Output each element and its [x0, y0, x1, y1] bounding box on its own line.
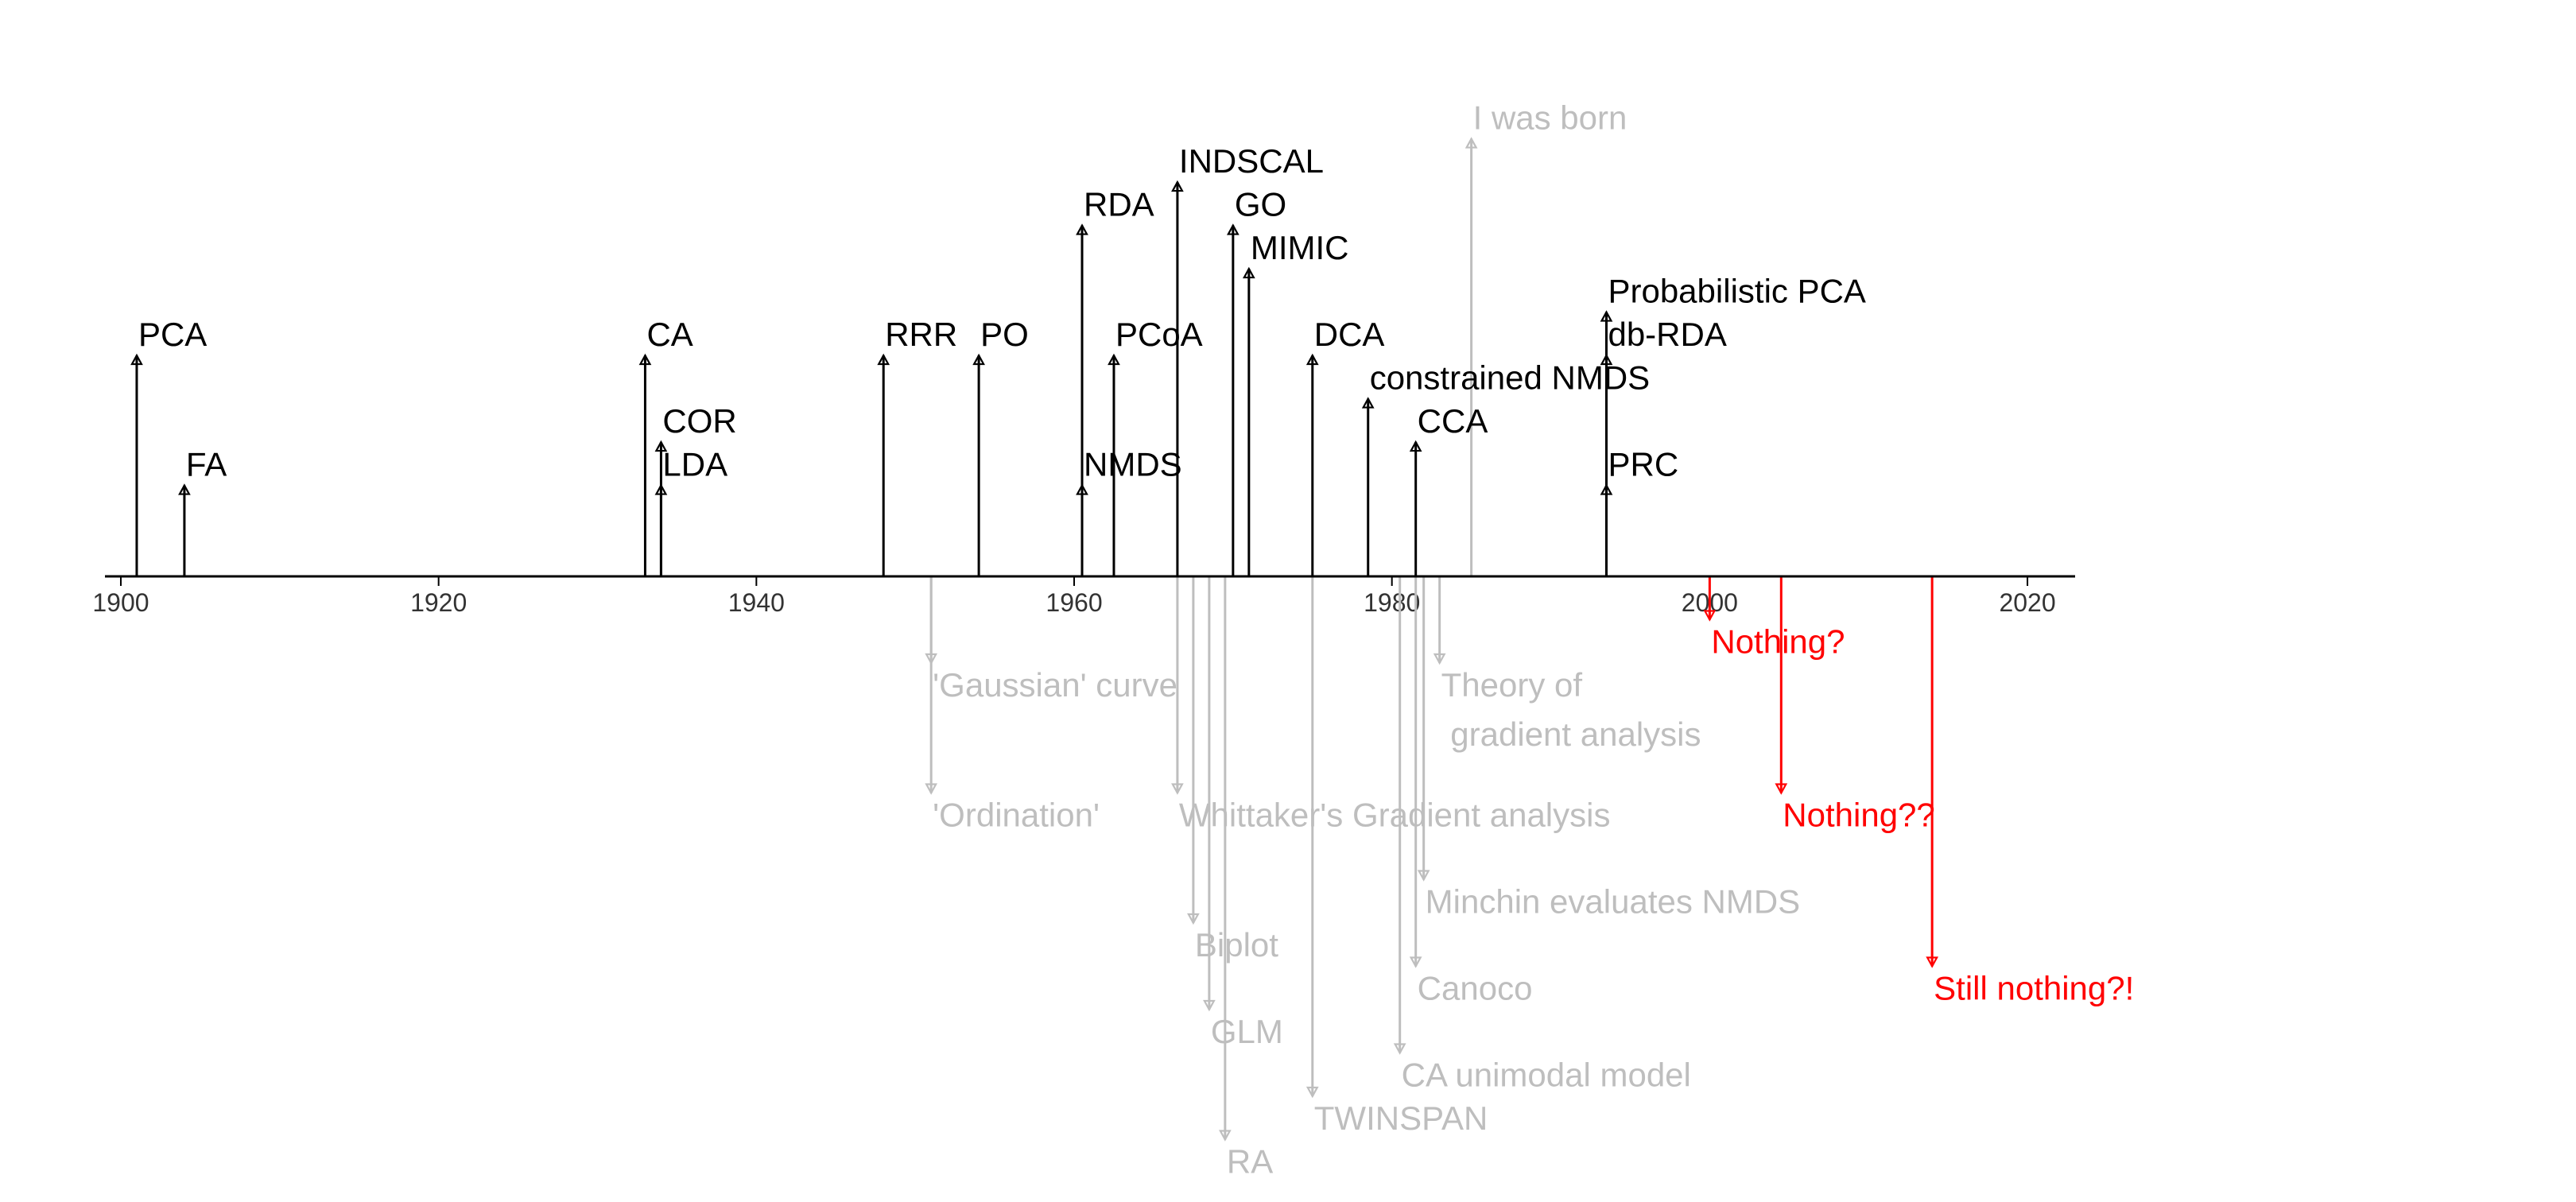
x-tick-label-1980: 1980 [1364, 588, 1420, 617]
event-label-nmds: NMDS [1084, 446, 1182, 483]
event-arrow-ra [1219, 1130, 1232, 1142]
event-arrow-glm [1203, 999, 1216, 1012]
event-arrow-nothing [1703, 610, 1717, 622]
event-arrow-theory-of-gradient-analysis [1433, 653, 1446, 665]
event-label-pcoa: PCoA [1115, 316, 1203, 353]
event-label-fa: FA [186, 446, 227, 483]
event-stems [130, 137, 1938, 1142]
event-label-still-nothing: Still nothing?! [1934, 970, 2134, 1007]
event-labels: PCA FA CA COR LDA RRR PO RDA NMDS PCoA INDSCAL GO MI… [138, 99, 2134, 1181]
event-label-biplot: Biplot [1195, 926, 1278, 964]
event-arrow-minchin-evaluates-nmds [1417, 870, 1430, 882]
event-label-nothing: Nothing? [1711, 623, 1845, 661]
event-arrow-cor [654, 440, 668, 452]
event-arrow-rda [1076, 223, 1088, 235]
event-label-cor: COR [662, 402, 736, 440]
event-arrow-ca [638, 353, 652, 366]
event-arrow-cca [1409, 440, 1422, 452]
event-label-constrained-nmds: constrained NMDS [1370, 359, 1650, 397]
event-label-ca-unimodal-model: CA unimodal model [1402, 1057, 1691, 1094]
event-label-db-rda: db-RDA [1608, 316, 1726, 353]
event-label-po: PO [980, 316, 1029, 353]
event-arrow-mimic [1242, 266, 1255, 279]
event-arrow-go [1227, 223, 1240, 235]
event-label-whittaker-s-gradient-analysis: Whittaker's Gradient analysis [1179, 797, 1611, 834]
event-label-indscal: INDSCAL [1179, 142, 1324, 180]
event-label-canoco: Canoco [1418, 970, 1533, 1007]
event-arrow-rrr [877, 353, 890, 366]
event-label-dca: DCA [1314, 316, 1385, 353]
event-label-gaussian-curve: 'Gaussian' curve [933, 666, 1177, 704]
event-label-minchin-evaluates-nmds: Minchin evaluates NMDS [1426, 883, 1801, 921]
event-arrow-nmds [1076, 483, 1088, 495]
event-label-lda: LDA [662, 446, 727, 483]
event-arrow-ordination [925, 783, 938, 795]
event-arrow-biplot [1187, 913, 1200, 925]
event-arrow-lda [654, 483, 668, 495]
event-label-rda: RDA [1084, 186, 1154, 223]
event-label-probabilistic-pca: Probabilistic PCA [1608, 273, 1865, 310]
event-label-ra: RA [1227, 1143, 1273, 1181]
event-label-cca: CCA [1418, 402, 1488, 440]
event-label-glm: GLM [1211, 1013, 1283, 1050]
x-tick-label-1900: 1900 [92, 588, 149, 617]
event-label-mimic: MIMIC [1251, 229, 1349, 266]
event-arrow-po [972, 353, 985, 366]
event-arrow-canoco [1409, 956, 1422, 968]
event-arrow-probabilistic-pca [1600, 310, 1613, 322]
event-arrow-ca-unimodal-model [1393, 1043, 1406, 1055]
event-label-ca: CA [646, 316, 692, 353]
event-arrow-pca [130, 353, 143, 366]
event-arrow-i-was-born [1465, 137, 1478, 149]
event-label-nothing: Nothing?? [1783, 797, 1934, 834]
event-arrow-indscal [1171, 180, 1184, 192]
event-arrow-fa [178, 483, 191, 495]
event-label-i-was-born: I was born [1473, 99, 1627, 137]
event-label-ordination: 'Ordination' [933, 797, 1100, 834]
x-tick-label-2020: 2020 [1999, 588, 2055, 617]
event-arrow-still-nothing [1926, 956, 1938, 968]
event-arrow-pcoa [1108, 353, 1120, 366]
event-label-pca: PCA [138, 316, 207, 353]
event-arrow-whittaker-s-gradient-analysis [1171, 783, 1184, 795]
event-label-rrr: RRR [885, 316, 957, 353]
event-label-theory-of-gradient-analysis: Theory of gradient analysis [1441, 666, 1701, 753]
event-label-go: GO [1235, 186, 1286, 223]
event-arrow-db-rda [1600, 353, 1613, 366]
x-tick-label-1920: 1920 [410, 588, 467, 617]
event-arrow-twinspan [1305, 1086, 1319, 1099]
event-label-twinspan: TWINSPAN [1314, 1099, 1488, 1137]
x-tick-label-1960: 1960 [1046, 588, 1102, 617]
event-label-prc: PRC [1608, 446, 1678, 483]
event-arrow-constrained-nmds [1361, 397, 1375, 409]
event-arrow-nothing [1775, 783, 1788, 795]
event-arrow-prc [1600, 483, 1613, 495]
event-arrow-dca [1305, 353, 1319, 366]
x-tick-label-1940: 1940 [728, 588, 785, 617]
